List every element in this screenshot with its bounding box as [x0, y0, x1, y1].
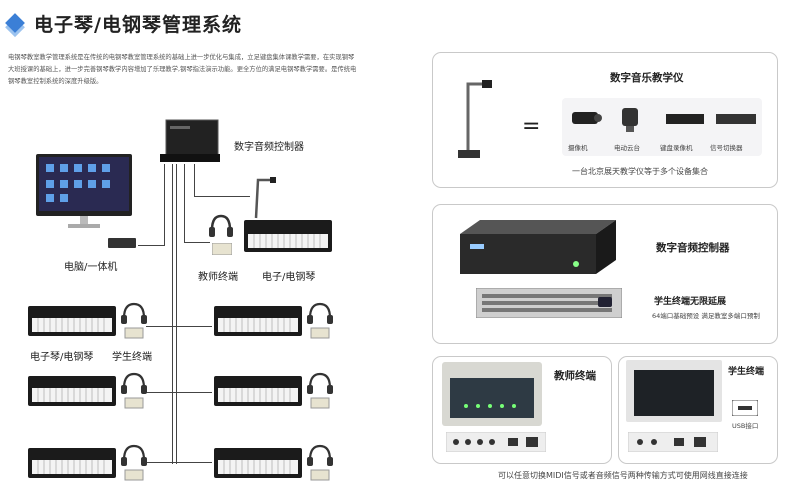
controller-box: [460, 220, 616, 278]
device-strip: 摄像机 电动云台 键盘录像机 信号切换器: [562, 98, 762, 156]
device-label: 电动云台: [614, 144, 640, 152]
pc-label: 电脑/一体机: [64, 262, 118, 273]
student-piano-label: 电子琴/电钢琴: [30, 352, 94, 363]
monitor-icon: [36, 154, 132, 228]
visualizer-device: [456, 70, 496, 160]
connector-line: [176, 164, 177, 464]
student-terminal-label: 学生终端: [112, 352, 152, 363]
piano-icon: [244, 220, 332, 252]
student-terminal-device: [626, 360, 722, 422]
student-ports-icon: [627, 431, 719, 453]
connector-line: [138, 245, 165, 246]
connector-line: [184, 242, 210, 243]
student-piano-icon: [28, 372, 147, 409]
teacher-camera: [252, 174, 278, 220]
teacher-port-strip: [445, 431, 547, 453]
student-station: [28, 444, 148, 482]
serial-port-icon: [598, 297, 612, 307]
teacher-piano: [244, 220, 332, 252]
connector-line: [194, 196, 250, 197]
teacher-label: 教师终端: [198, 272, 238, 283]
student-piano-icon: [214, 372, 333, 409]
student-piano-icon: [214, 444, 333, 481]
connector-line: [184, 164, 185, 242]
student-port-strip: [627, 431, 719, 453]
title-row: 电子琴/电钢琴管理系统: [5, 8, 242, 38]
controller-title: 数字音频控制器: [656, 242, 730, 254]
student-terminal-icon: [626, 360, 722, 422]
serial-port: [598, 292, 612, 307]
connector-line: [146, 462, 212, 463]
student-terminal-title: 学生终端: [728, 367, 765, 377]
usb-label: USB接口: [732, 422, 759, 430]
camera-arm-icon: [254, 177, 276, 219]
connector-line: [146, 326, 212, 327]
music-device-caption: 一台北京展天教学仪等于多个设备集合: [572, 167, 708, 176]
connector-line: [194, 164, 195, 196]
piano-label: 电子/电钢琴: [262, 272, 316, 283]
extension-note: 64端口基础预设 满足教室多端口预制: [652, 312, 760, 320]
teacher-terminal-icon: [442, 362, 542, 426]
device-label: 信号切换器: [710, 144, 743, 152]
music-device-title: 数字音乐教学仪: [610, 72, 684, 84]
controller-device: [160, 118, 220, 164]
pc-monitor: [36, 154, 132, 230]
visualizer-icon: [458, 80, 492, 158]
usb-port: [731, 399, 759, 417]
device-icons: [572, 108, 756, 132]
keyboard-mouse-icon: [108, 238, 136, 248]
keyboard-device: [108, 233, 136, 248]
teacher-headphones: [208, 214, 234, 238]
diamond-icon: [5, 13, 25, 33]
connector-line: [146, 392, 212, 393]
controller-label: 数字音频控制器: [234, 142, 304, 153]
connector-line: [172, 164, 173, 464]
student-piano-icon: [28, 302, 147, 339]
teacher-terminal-box: [211, 240, 233, 256]
equals-sign: =: [522, 114, 541, 139]
device-label: 摄像机: [568, 144, 588, 152]
teacher-ports-icon: [445, 431, 547, 453]
teacher-terminal-title: 教师终端: [554, 370, 596, 382]
port-panel: [475, 287, 623, 319]
student-piano-icon: [28, 444, 147, 481]
port-panel-icon: [475, 287, 623, 319]
student-piano-icon: [214, 302, 333, 339]
student-station: [28, 302, 148, 340]
page-title: 电子琴/电钢琴管理系统: [34, 13, 242, 36]
controller-rack-icon: [160, 119, 220, 162]
headphones-icon: [209, 214, 233, 237]
student-station: [28, 372, 148, 410]
page-description: 电钢琴教室教学管理系统是在传统的电钢琴教室管理系统的基础上进一步优化与集成，立足…: [8, 54, 357, 85]
student-station: [214, 302, 334, 340]
terminal-box-icon: [211, 242, 233, 256]
controller-box-icon: [460, 220, 616, 274]
student-station: [214, 444, 334, 482]
extension-title: 学生终端无限延展: [654, 297, 727, 307]
teacher-terminal-device: [442, 362, 542, 426]
connector-line: [164, 164, 165, 246]
usb-port-icon: [731, 399, 759, 417]
device-label: 键盘录像机: [660, 144, 693, 152]
student-station: [214, 372, 334, 410]
footer-note: 可以任意切换MIDI信号或者音频信号两种传输方式可使用网线直接连接: [498, 471, 748, 480]
